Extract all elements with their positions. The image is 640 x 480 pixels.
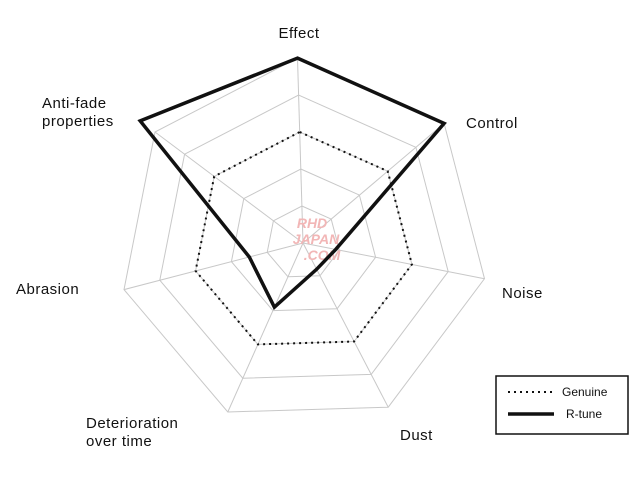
watermark-line-3: .COM (304, 247, 341, 263)
spoke-0 (297, 58, 304, 244)
spoke-1 (302, 123, 445, 244)
spoke-5 (123, 242, 304, 291)
grid-ring-5 (123, 57, 486, 413)
watermark-line-1: RHD (297, 215, 327, 231)
axis-label-anti-fade-line-2: properties (42, 113, 114, 130)
grid-ring-1 (266, 205, 340, 278)
axis-label-anti-fade-line-1: Anti-fade (42, 95, 107, 112)
axis-label-effect: Effect (278, 25, 319, 42)
axis-labels: Effect Control Noise Dust Deterioration … (16, 25, 543, 450)
axis-label-deterioration-line-1: Deterioration (86, 415, 178, 432)
spoke-2 (302, 242, 485, 280)
axis-label-control: Control (466, 115, 518, 132)
legend: Genuine R-tune (495, 375, 629, 435)
watermark: RHD JAPAN .COM (293, 215, 341, 263)
legend-label-genuine: Genuine (562, 385, 608, 399)
series-r-tune (137, 56, 447, 311)
axis-label-abrasion: Abrasion (16, 281, 79, 298)
axis-label-dust: Dust (400, 427, 433, 444)
radar-series (137, 56, 447, 346)
legend-label-r-tune: R-tune (566, 407, 602, 421)
series-genuine (194, 130, 413, 346)
grid-ring-4 (159, 94, 449, 379)
watermark-line-2: JAPAN (293, 231, 340, 247)
spoke-6 (154, 131, 304, 244)
spoke-4 (227, 242, 304, 413)
axis-label-deterioration-line-2: over time (86, 433, 152, 450)
axis-label-noise: Noise (502, 285, 543, 302)
grid-ring-2 (230, 168, 377, 312)
legend-box (495, 375, 629, 435)
radar-spokes (123, 58, 485, 413)
